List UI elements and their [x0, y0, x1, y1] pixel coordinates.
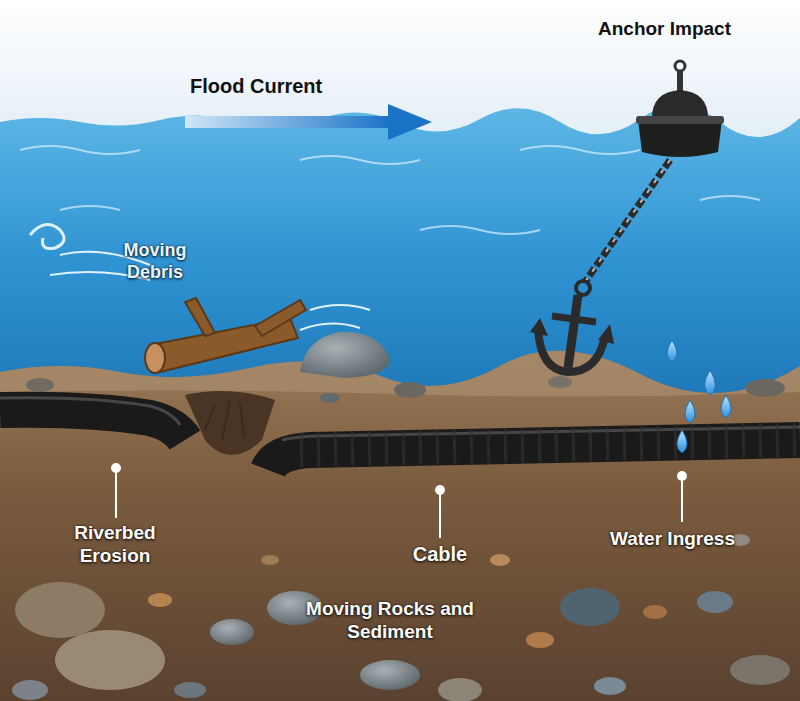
anchor-chain	[585, 160, 670, 282]
anchor-fluke	[598, 324, 614, 344]
anchor-eye	[576, 281, 590, 295]
pebble	[745, 379, 785, 397]
water-drop	[705, 370, 716, 395]
water-drops	[667, 340, 731, 453]
flow-line	[300, 305, 370, 330]
anchor-assembly	[530, 61, 724, 372]
water-drop	[677, 430, 687, 453]
boulder	[300, 332, 390, 378]
crack	[205, 405, 215, 430]
arrow-shaft	[185, 116, 390, 128]
rock	[560, 588, 620, 626]
rock	[526, 632, 554, 648]
wave-line	[300, 156, 420, 164]
water-drop	[685, 400, 695, 423]
cable-right	[268, 427, 800, 470]
swirl	[30, 225, 64, 249]
anchor-arms	[538, 328, 605, 372]
flow-label: Flood Current	[190, 74, 380, 98]
rock	[730, 655, 790, 685]
leader-line	[681, 476, 683, 522]
log-branch	[255, 300, 306, 336]
leader-dot	[678, 472, 686, 480]
rock	[12, 680, 48, 700]
buoy-ring	[675, 61, 685, 71]
cable-highlight	[282, 427, 800, 440]
rock	[490, 554, 510, 566]
erosion-label: Riverbed Erosion	[50, 522, 180, 568]
water-drop	[721, 395, 731, 418]
anchor-fluke	[530, 318, 548, 336]
anchor-shank	[568, 295, 578, 368]
arrow-head	[388, 104, 432, 140]
rock	[261, 555, 279, 565]
moving-debris-log	[30, 225, 390, 378]
erosion-cracks	[205, 400, 244, 440]
crack	[240, 402, 244, 438]
log-end	[145, 343, 165, 373]
pebble	[394, 382, 426, 398]
rock	[174, 682, 206, 698]
crack	[222, 400, 230, 440]
wave-line	[20, 146, 140, 154]
wave-line	[60, 206, 120, 210]
chain-highlight	[585, 160, 670, 282]
rock	[697, 591, 733, 613]
leader-lines	[112, 464, 686, 538]
wave-line	[420, 226, 540, 234]
rock	[148, 593, 172, 607]
debris-label: Moving Debris	[105, 240, 205, 283]
anchor-stock	[552, 316, 596, 322]
cable-highlight	[0, 398, 180, 425]
leader-dot	[112, 464, 120, 472]
wave-line	[520, 146, 640, 154]
cable-armour	[300, 440, 800, 450]
river-water	[0, 105, 800, 420]
leader-line	[439, 490, 441, 538]
rock	[438, 678, 482, 701]
rock	[15, 582, 105, 638]
riverbed	[0, 351, 800, 701]
buoy-post	[677, 70, 683, 92]
water-drop	[667, 340, 677, 362]
rock	[210, 619, 254, 645]
rock	[360, 660, 420, 690]
leader-dot	[436, 486, 444, 494]
log-branch	[185, 298, 215, 336]
erosion-pit	[185, 391, 275, 455]
rock	[594, 677, 626, 695]
wave-line	[700, 196, 760, 200]
rock	[643, 605, 667, 619]
cable-segment	[0, 410, 185, 440]
impact-label: Anchor Impact	[598, 18, 778, 41]
cable-label: Cable	[395, 542, 485, 566]
pebble	[548, 376, 572, 388]
rock	[55, 630, 165, 690]
sediment-label: Moving Rocks and Sediment	[285, 598, 495, 644]
pebble	[26, 378, 54, 392]
flood-arrow	[185, 104, 432, 140]
pebble	[320, 393, 340, 403]
sky	[0, 0, 800, 140]
buoy-body	[638, 120, 722, 157]
cable-segment	[268, 440, 800, 470]
leader-line	[115, 468, 117, 518]
ingress-label: Water Ingress	[610, 528, 780, 551]
cable-left	[0, 398, 185, 440]
buoy-dome	[652, 90, 708, 118]
buoy-rim	[636, 116, 724, 124]
